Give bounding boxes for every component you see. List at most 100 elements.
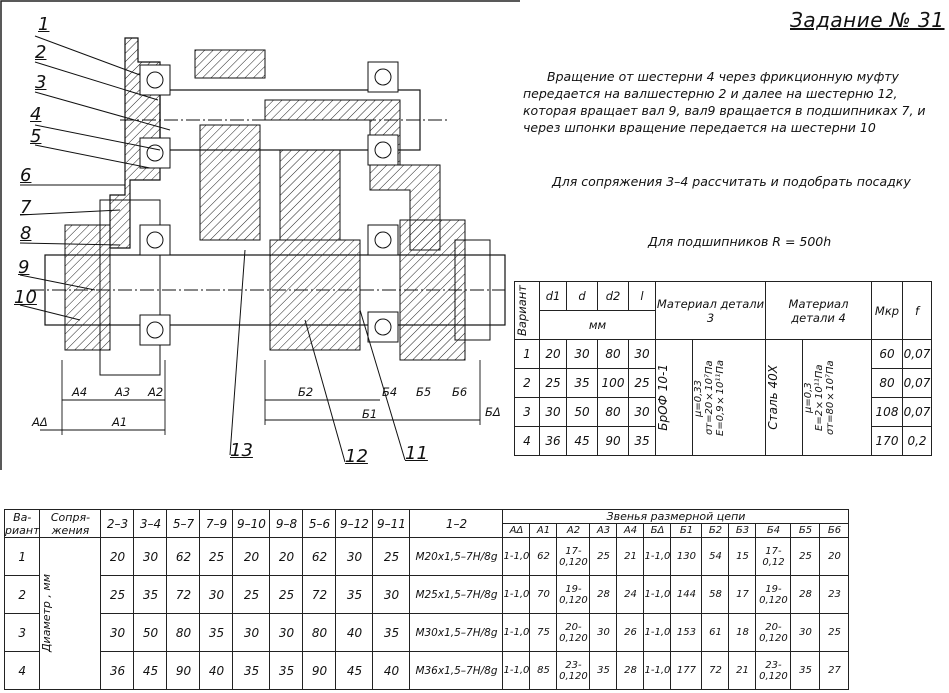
callout-6: 6: [20, 165, 32, 186]
table-cell: 25: [100, 575, 135, 614]
table-cell: 153: [670, 613, 703, 652]
table-cell: 50: [133, 613, 168, 652]
dim-b2: Б2: [298, 385, 314, 399]
table-cell: 30: [232, 613, 271, 652]
table-cell: 30: [100, 613, 135, 652]
table-cell: 25: [199, 537, 234, 576]
mat-cell: 90: [597, 426, 629, 456]
mat-cell: 170: [871, 426, 903, 456]
table-cell: 20-0,120: [556, 613, 591, 652]
fit-label: Диаметр , мм: [39, 537, 102, 690]
mat4-props: μ=0,3 E=2×10¹¹Па σт=80×10⁷Па: [802, 339, 872, 456]
table-cell: 40: [372, 651, 411, 690]
mat-cell: 80: [597, 339, 629, 369]
dim-b6: Б6: [452, 385, 468, 399]
table-cell: 1-1,0: [502, 651, 531, 690]
pair-header: 9–12: [335, 509, 374, 538]
mat-cell: 20: [539, 339, 567, 369]
mat-cell: 108: [871, 397, 903, 427]
table-cell: 75: [529, 613, 558, 652]
table-cell: 62: [166, 537, 201, 576]
table-cell: 40: [199, 651, 234, 690]
callout-13: 13: [230, 440, 253, 461]
materials-table: Вариант d1 d d2 l Материал детали 3 Мате…: [514, 281, 932, 456]
chain-col-header: A3: [589, 523, 618, 538]
table-cell: 30: [335, 537, 374, 576]
table-cell: 61: [701, 613, 730, 652]
dim-a3: A3: [115, 385, 131, 399]
table-cell: 90: [166, 651, 201, 690]
table-cell: 4: [3, 651, 41, 690]
mat4-name: Сталь 40Х: [765, 339, 803, 456]
fit-note: Для сопряжения 3–4 рассчитать и подобрат…: [552, 174, 911, 189]
pair-header: 2–3: [100, 509, 135, 538]
mat3-props: μ=0,33 σт=20×10⁷Па E=0,9×10¹¹Па: [692, 339, 766, 456]
table-cell: 58: [701, 575, 730, 614]
table-cell: 30: [790, 613, 821, 652]
table-cell: 19-0,120: [556, 575, 591, 614]
mat-cell: 1: [514, 339, 540, 369]
table-cell: 28: [589, 575, 618, 614]
mat-cell: 36: [539, 426, 567, 456]
dim-a2: A2: [148, 385, 164, 399]
chain-col-header: Б6: [819, 523, 850, 538]
chain-col-header: Б5: [790, 523, 821, 538]
callout-8: 8: [20, 223, 32, 244]
bot-header-fit: Сопря-жения: [39, 509, 102, 538]
table-cell: 54: [701, 537, 730, 576]
mat-cell: 0,2: [902, 426, 932, 456]
callout-9: 9: [18, 257, 30, 278]
bearing-note: Для подшипников R = 500h: [648, 234, 832, 249]
table-cell: M20x1,5–7H/8g: [409, 537, 504, 576]
table-cell: 20: [100, 537, 135, 576]
table-cell: 40: [335, 613, 374, 652]
table-cell: 30: [133, 537, 168, 576]
table-cell: 35: [133, 575, 168, 614]
table-cell: 17-0,12: [755, 537, 792, 576]
table-cell: 30: [372, 575, 411, 614]
table-cell: 25: [232, 575, 271, 614]
table-cell: 21: [728, 651, 757, 690]
mat3-name: БрОФ 10-1: [655, 339, 693, 456]
mat-cell: 35: [566, 368, 598, 398]
mat-cell: 0,07: [902, 368, 932, 398]
table-cell: 20: [232, 537, 271, 576]
table-cell: 20: [819, 537, 850, 576]
callout-5: 5: [30, 126, 42, 147]
table-cell: 62: [529, 537, 558, 576]
dim-a4: A4: [72, 385, 88, 399]
table-cell: 18: [728, 613, 757, 652]
callout-4: 4: [30, 104, 42, 125]
chain-col-header: A1: [529, 523, 558, 538]
chain-col-header: БΔ: [643, 523, 672, 538]
table-cell: 26: [616, 613, 645, 652]
mat-header-d1: d1: [539, 281, 567, 311]
chain-col-header: Б4: [755, 523, 792, 538]
table-cell: 72: [701, 651, 730, 690]
mat-cell: 30: [628, 397, 656, 427]
table-cell: 25: [372, 537, 411, 576]
table-cell: 15: [728, 537, 757, 576]
dim-bd: БΔ: [485, 405, 501, 419]
table-cell: 90: [302, 651, 337, 690]
table-cell: 36: [100, 651, 135, 690]
table-cell: 80: [302, 613, 337, 652]
table-cell: 28: [616, 651, 645, 690]
table-cell: 23-0,120: [556, 651, 591, 690]
table-cell: 70: [529, 575, 558, 614]
mat-cell: 80: [871, 368, 903, 398]
table-cell: 25: [589, 537, 618, 576]
table-cell: 25: [819, 613, 850, 652]
table-cell: 21: [616, 537, 645, 576]
table-cell: 20-0,120: [755, 613, 792, 652]
mat-cell: 80: [597, 397, 629, 427]
dim-ad: AΔ: [32, 415, 48, 429]
mat-cell: 25: [628, 368, 656, 398]
chain-col-header: A4: [616, 523, 645, 538]
pair-header: 9–8: [269, 509, 304, 538]
table-cell: 28: [790, 575, 821, 614]
table-cell: 1: [3, 537, 41, 576]
table-cell: 25: [269, 575, 304, 614]
